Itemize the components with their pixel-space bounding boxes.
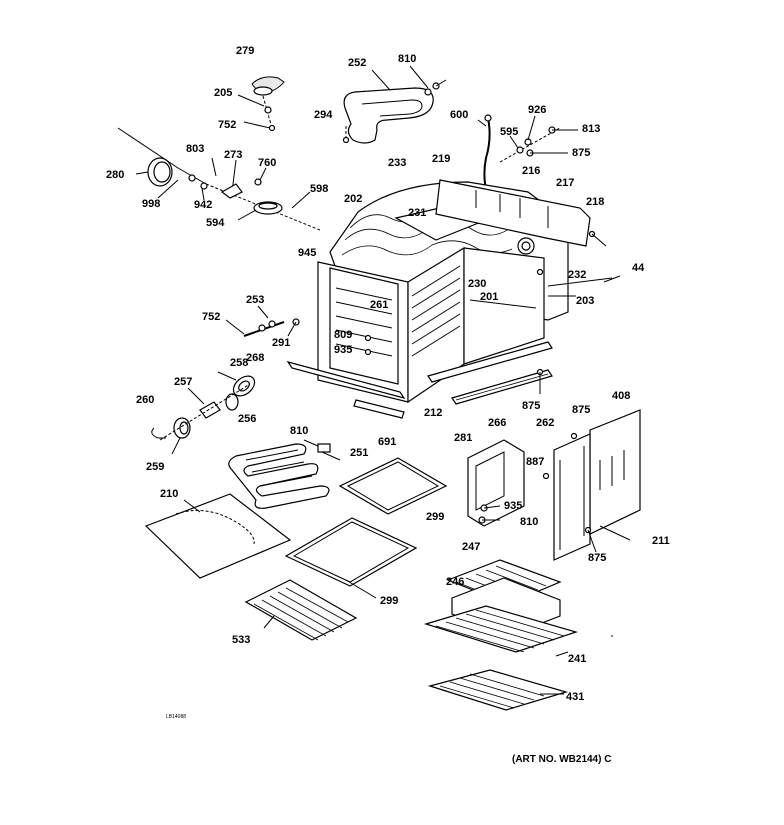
- callout-266: 266: [488, 417, 506, 429]
- callout-219: 219: [432, 153, 450, 165]
- callout-810: 810: [398, 53, 416, 65]
- callout-598: 598: [310, 183, 328, 195]
- callout-533: 533: [232, 634, 250, 646]
- callout-230: 230: [468, 278, 486, 290]
- callout-259: 259: [146, 461, 164, 473]
- callout-218: 218: [586, 196, 604, 208]
- callout-998: 998: [142, 198, 160, 210]
- callout-810b: 810: [520, 516, 538, 528]
- callout-231: 231: [408, 207, 426, 219]
- callout-268: 268: [246, 352, 264, 364]
- part-rack-431: [427, 669, 569, 711]
- callout-203: 203: [576, 295, 594, 307]
- callout-210: 210: [160, 488, 178, 500]
- callout-251: 251: [350, 447, 368, 459]
- small-mark: LB14088: [166, 714, 186, 720]
- callout-299: 299: [426, 511, 444, 523]
- callout-273: 273: [224, 149, 242, 161]
- part-oven-cavity: [286, 181, 613, 419]
- callout-216: 216: [522, 165, 540, 177]
- callout-809: 809: [334, 329, 352, 341]
- callout-299b: 299: [380, 595, 398, 607]
- part-wiring-600: [477, 114, 578, 199]
- callout-247: 247: [462, 541, 480, 553]
- callout-875c: 875: [572, 404, 590, 416]
- callout-803: 803: [186, 143, 204, 155]
- callout-752b: 752: [202, 311, 220, 323]
- callout-281: 281: [454, 432, 472, 444]
- part-rack-241: [423, 605, 579, 657]
- part-cap-279: [251, 76, 285, 96]
- callout-431: 431: [566, 691, 584, 703]
- callout-262: 262: [536, 417, 554, 429]
- callout-935: 935: [334, 344, 352, 356]
- callout-256: 256: [238, 413, 256, 425]
- part-screw-294: [342, 126, 350, 144]
- callout-691: 691: [378, 436, 396, 448]
- callout-260: 260: [136, 394, 154, 406]
- callout-926: 926: [528, 104, 546, 116]
- callout-760: 760: [258, 157, 276, 169]
- callout-233: 233: [388, 157, 406, 169]
- callout-258: 258: [230, 357, 248, 369]
- callout-887: 887: [526, 456, 544, 468]
- callout-212: 212: [424, 407, 442, 419]
- part-broil-element-251: [228, 439, 341, 509]
- callout-205: 205: [214, 87, 232, 99]
- callout-595: 595: [500, 126, 518, 138]
- part-light-assembly-258: [151, 371, 256, 455]
- callout-752: 752: [218, 119, 236, 131]
- callout-211: 211: [652, 535, 670, 547]
- part-rack-533: [244, 579, 358, 641]
- part-bake-element-252: [343, 65, 447, 144]
- callout-246: 246: [446, 576, 464, 588]
- callout-252: 252: [348, 57, 366, 69]
- callout-280: 280: [106, 169, 124, 181]
- callout-942: 942: [194, 199, 212, 211]
- callout-253: 253: [246, 294, 264, 306]
- callout-875: 875: [572, 147, 590, 159]
- callout-294: 294: [314, 109, 333, 121]
- callout-875b: 875: [522, 400, 540, 412]
- part-bracket-281: [467, 439, 525, 527]
- callout-594: 594: [206, 217, 225, 229]
- part-light-wire-280: [117, 127, 321, 231]
- part-screws-205-752: [237, 94, 276, 132]
- callout-232: 232: [568, 269, 586, 281]
- callout-291: 291: [272, 337, 290, 349]
- part-terminals-253: [225, 305, 285, 337]
- callout-600: 600: [450, 109, 468, 121]
- callout-217: 217: [556, 177, 574, 189]
- callout-202: 202: [344, 193, 362, 205]
- art-number: (ART NO. WB2144) C: [512, 754, 611, 765]
- callout-279: 279: [236, 45, 254, 57]
- callout-241: 241: [568, 653, 586, 665]
- part-gasket-299b: [284, 517, 418, 599]
- callout-875d: 875: [588, 552, 606, 564]
- callout-945: 945: [298, 247, 316, 259]
- callout-813: 813: [582, 123, 600, 135]
- callout-408: 408: [612, 390, 630, 402]
- part-bottom-panel-210: [144, 493, 292, 579]
- callout-44: 44: [632, 262, 645, 274]
- callout-201: 201: [480, 291, 498, 303]
- callout-810c: 810: [290, 425, 308, 437]
- callout-935b: 935: [504, 500, 522, 512]
- callout-261: 261: [370, 299, 388, 311]
- part-back-panel-216: [435, 179, 621, 283]
- part-side-panel-408: [542, 409, 641, 561]
- part-gasket-299a: [338, 457, 448, 515]
- callout-257: 257: [174, 376, 192, 388]
